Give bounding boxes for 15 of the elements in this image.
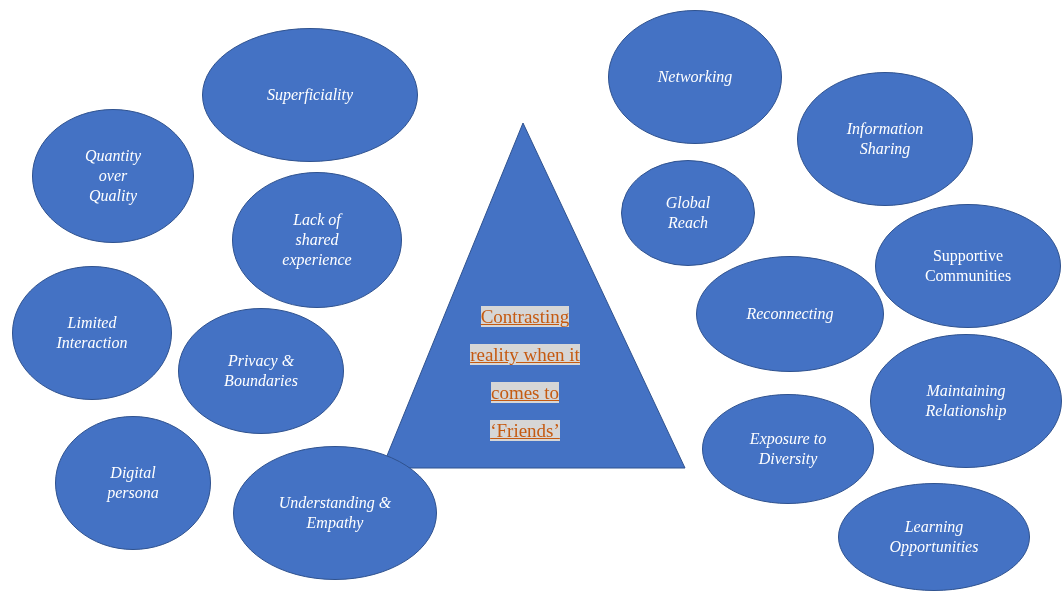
bubble-label: Supportive Communities <box>923 246 1013 286</box>
bubble-label: Information Sharing <box>845 119 925 159</box>
bubble-label: Limited Interaction <box>55 313 129 353</box>
bubble-label: Learning Opportunities <box>888 517 980 557</box>
bubble-label: Maintaining Relationship <box>924 381 1008 421</box>
bubble-label: Global Reach <box>664 193 712 233</box>
bubble-label: Superficiality <box>266 85 354 105</box>
bubble-label: Exposure to Diversity <box>748 429 828 469</box>
bubble-label: Digital persona <box>105 463 160 503</box>
bubble-label: Reconnecting <box>746 304 834 324</box>
bubble-label: Quantity over Quality <box>84 146 142 206</box>
bubble-label: Networking <box>657 67 733 87</box>
bubble-label: Understanding & Empathy <box>277 493 393 533</box>
bubble-label: Privacy & Boundaries <box>223 351 299 391</box>
bubble-label: Lack of shared experience <box>281 210 353 270</box>
